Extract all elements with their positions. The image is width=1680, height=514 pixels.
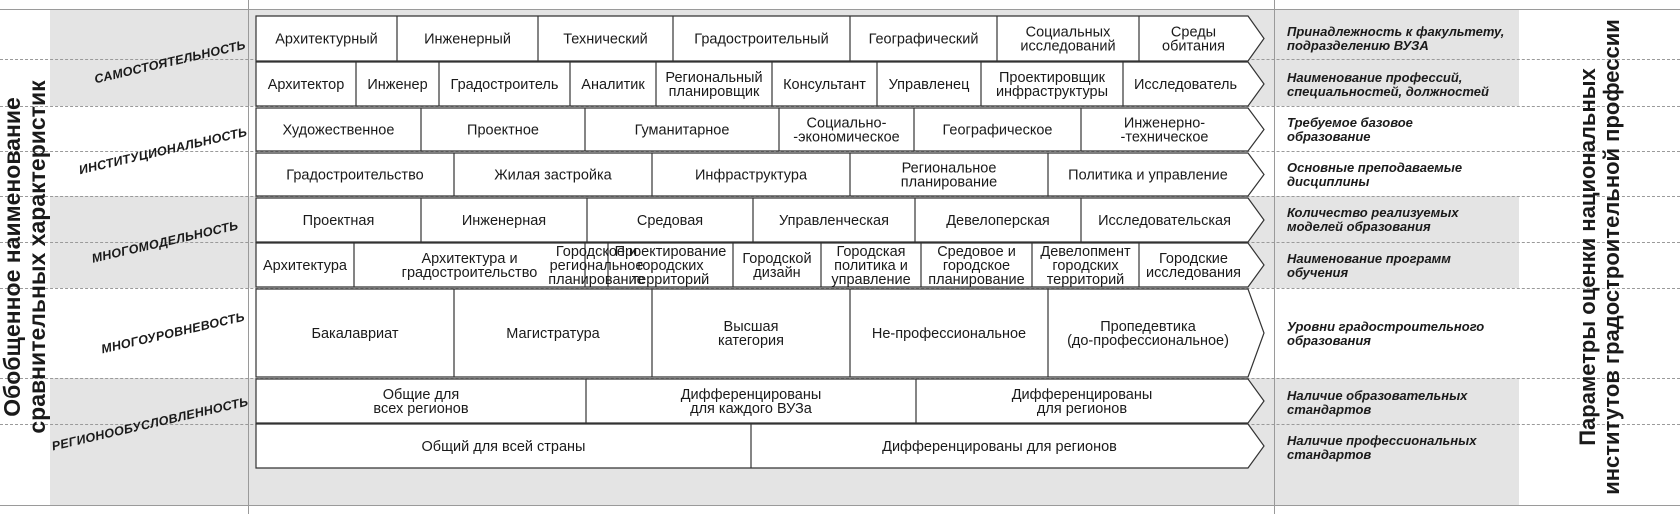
cell-label: Архитектор [268,77,345,93]
cell-label: Политика и управление [1068,168,1228,184]
parameter-label: Количество реализуемых моделей образован… [1287,205,1459,234]
cell-label: Технический [563,32,648,48]
cell-label: Инфраструктура [695,168,808,184]
arrow-shape [255,107,1265,152]
cell-label: Инженерная [462,213,546,229]
arrow-row: Проектная Инженерная Средовая Управленческа… [255,197,1265,243]
cell-label: Градостроитель [451,77,559,93]
cell-label: Исследовательская [1098,213,1231,229]
arrow-row: Художественное Проектное Гуманитарное Социа… [255,107,1265,152]
cell-label: Дифференцированы для регионов [882,439,1117,455]
arrow-shape [255,423,1265,469]
arrow-shape [255,242,1265,288]
cell-label: Аналитик [581,77,645,93]
cell-label: Девелоперская [946,213,1050,229]
cell-label: Гуманитарное [635,123,730,139]
cell-label: Жилая застройка [494,168,612,184]
cell-label: Пропедевтика(до-профессиональное) [1067,319,1229,349]
grid-line-top [0,9,1680,10]
parameter-label: Требуемое базовое образование [1287,115,1413,144]
divider-left [248,0,249,514]
arrow-shape [255,152,1265,197]
parameter-label: Наименование программ обучения [1287,251,1451,280]
cell-label: Общий для всей страны [422,439,586,455]
divider-right [1274,0,1275,514]
cell-label: Градостроительный [694,32,828,48]
cell-label: Художественное [283,123,395,139]
parameter-label: Наличие образовательных стандартов [1287,388,1468,417]
cell-label: Управленческая [779,213,889,229]
parameter-label: Наименование профессий, специальностей, … [1287,70,1489,99]
arrow-shape [255,288,1265,378]
arrow-shape [255,378,1265,424]
parameter-label: Наличие профессиональных стандартов [1287,433,1477,462]
cell-label: Географический [869,32,979,48]
cell-label: Управленец [889,77,970,93]
cell-label: Консультант [783,77,866,93]
arrow-shape [255,15,1265,62]
cell-label: Инженерный [424,32,511,48]
grid-line-bottom [0,505,1680,506]
cell-label: Архитектурный [275,32,377,48]
arrow-row: Архитектурный Инженерный Технический Градос… [255,15,1265,62]
cell-label: Архитектура [263,258,348,274]
cell-label: Не-профессиональное [872,326,1026,342]
cell-label: Инженер [367,77,427,93]
arrow-row: Архитектор Инженер Градостроитель Аналитик Р… [255,61,1265,107]
parameter-label: Уровни градостроительного образования [1287,319,1485,348]
arrow-row: Общий для всей страны Дифференцированы дл… [255,423,1265,469]
cell-label: Бакалавриат [311,326,398,342]
arrow-shape [255,197,1265,243]
cell-label: Географическое [943,123,1053,139]
cell-label: Проектное [467,123,539,139]
arrow-shape [255,61,1265,107]
cell-label: Инженерно--техническое [1121,116,1209,146]
arrow-row: Градостроительство Жилая застройка Инфраст… [255,152,1265,197]
parameter-label: Основные преподаваемые дисциплины [1287,160,1463,189]
cell-label: Исследователь [1134,77,1237,93]
cell-label: Проектная [303,213,375,229]
cell-label: Средовая [637,213,703,229]
cell-label: Градостроительство [286,168,423,184]
cell-label: Магистратура [506,326,600,342]
parameter-label: Принадлежность к факультету, подразделен… [1287,24,1505,53]
cell-label: Социально--экономическое [793,116,899,146]
